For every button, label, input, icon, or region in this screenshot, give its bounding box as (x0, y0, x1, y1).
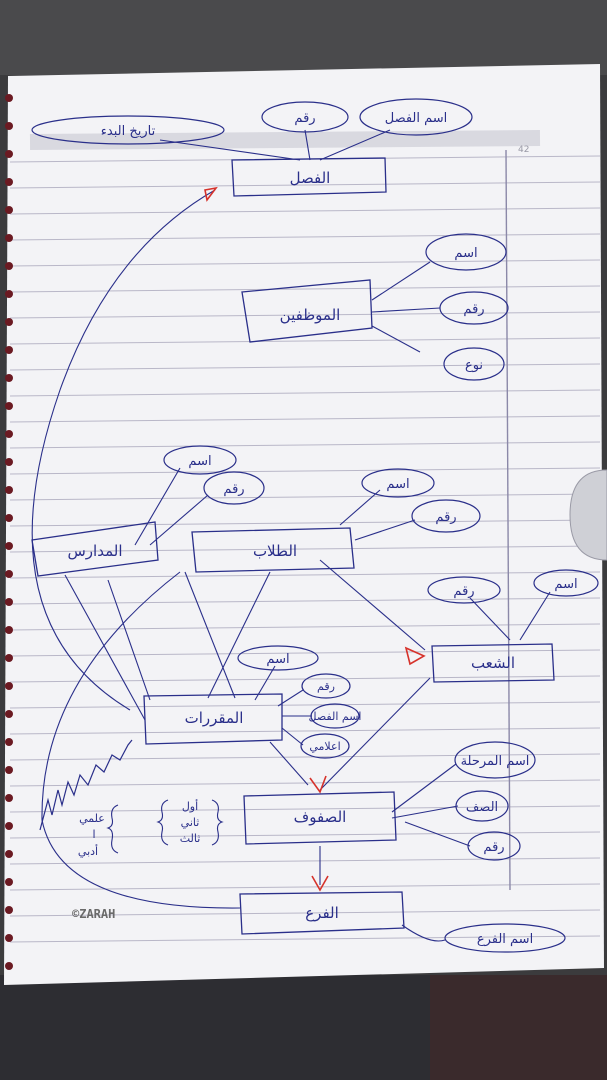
attr-semester-start: تاريخ البدء (31, 115, 225, 145)
arrow-heads (204, 186, 426, 892)
attr-staff-type: نوع (443, 347, 505, 381)
svg-text:أدبي: أدبي (78, 844, 98, 858)
svg-text:علمي: علمي (79, 812, 105, 825)
svg-text:اسم: اسم (266, 652, 289, 667)
attr-schools-name: اسم (163, 445, 237, 475)
attr-schools-no: رقم (203, 471, 265, 505)
entity-students: الطلاب (191, 527, 355, 573)
margin-page-number: 42 (518, 145, 529, 155)
note-grades: أول ثاني ثالث (156, 799, 224, 846)
svg-text:الطلاب: الطلاب (253, 542, 297, 560)
attr-semester-name: اسم الفصل (359, 98, 473, 136)
svg-text:اسم الفرع: اسم الفرع (477, 932, 533, 947)
attr-staff-name: اسم (425, 233, 507, 271)
svg-text:اسم المرحلة: اسم المرحلة (461, 754, 530, 769)
svg-text:اسم: اسم (554, 577, 577, 592)
attr-division-name: اسم (533, 569, 599, 597)
svg-text:الفرع: الفرع (305, 904, 339, 922)
svg-text:رقم: رقم (435, 510, 456, 525)
svg-text:تاريخ البدء: تاريخ البدء (101, 124, 156, 139)
divider-tab (569, 469, 607, 561)
svg-text:رقم: رقم (294, 111, 315, 126)
attr-staff-no: رقم (439, 291, 509, 325)
attr-semester-no: رقم (261, 101, 349, 133)
table-surface-bottom-right (430, 975, 607, 1080)
header-band (29, 130, 541, 150)
table-surface-top (0, 0, 607, 75)
connectors (31, 129, 551, 942)
attr-students-no: رقم (411, 499, 481, 533)
entity-semester: الفصل (231, 157, 387, 197)
svg-text:المقررات: المقررات (185, 709, 244, 727)
svg-text:الصفوف: الصفوف (294, 808, 347, 826)
entity-classes: الصفوف (243, 791, 397, 845)
attr-division-no: رقم (427, 576, 501, 604)
svg-text:رقم: رقم (463, 302, 484, 317)
svg-text:رقم: رقم (453, 584, 474, 599)
entity-staff: الموظفين (241, 279, 373, 343)
svg-text:الفصل: الفصل (290, 169, 331, 187)
margin-line (505, 149, 511, 891)
entity-division: الشعب (431, 643, 555, 683)
svg-text:الموظفين: الموظفين (280, 306, 341, 324)
svg-text:اسم: اسم (188, 454, 211, 469)
svg-text:اسم: اسم (386, 477, 409, 492)
note-tracks: علمي ا أدبي (78, 804, 119, 858)
attr-students-name: اسم (361, 468, 435, 498)
svg-text:رقم: رقم (317, 680, 335, 693)
svg-text:اسم الفصل: اسم الفصل (385, 111, 448, 126)
svg-text:ا: ا (92, 828, 95, 841)
notebook-page (4, 64, 604, 985)
svg-text:المدارس: المدارس (67, 542, 122, 560)
entity-branch: الفرع (239, 891, 405, 935)
attr-classes-level-name: اسم المرحلة (454, 741, 536, 779)
hatch-mark (39, 739, 133, 831)
svg-text:ثاني: ثاني (181, 816, 200, 829)
attr-classes-no: رقم (467, 831, 521, 861)
attr-courses-name: اسم (237, 645, 319, 671)
attr-branch-name: اسم الفرع (444, 923, 566, 953)
attr-courses-level: اعلامي (300, 733, 350, 759)
svg-text:اسم: اسم (454, 246, 477, 261)
svg-text:اعلامي: اعلامي (309, 740, 340, 753)
attr-courses-semester: اسم الفصل (309, 703, 362, 729)
svg-text:رقم: رقم (483, 840, 504, 855)
svg-text:الصف: الصف (466, 800, 498, 815)
svg-text:اسم الفصل: اسم الفصل (309, 710, 362, 723)
entity-courses: المقررات (143, 693, 283, 745)
attr-courses-no: رقم (301, 673, 351, 699)
svg-text:أول: أول (182, 799, 198, 813)
attr-classes-type: الصف (455, 790, 509, 822)
spiral-binding (5, 94, 13, 970)
svg-text:نوع: نوع (465, 358, 483, 373)
svg-text:ثالث: ثالث (180, 832, 201, 845)
entity-schools: المدارس (31, 521, 159, 577)
svg-text:رقم: رقم (223, 482, 244, 497)
svg-text:الشعب: الشعب (471, 654, 515, 672)
watermark: ©ZARAH (72, 907, 115, 921)
